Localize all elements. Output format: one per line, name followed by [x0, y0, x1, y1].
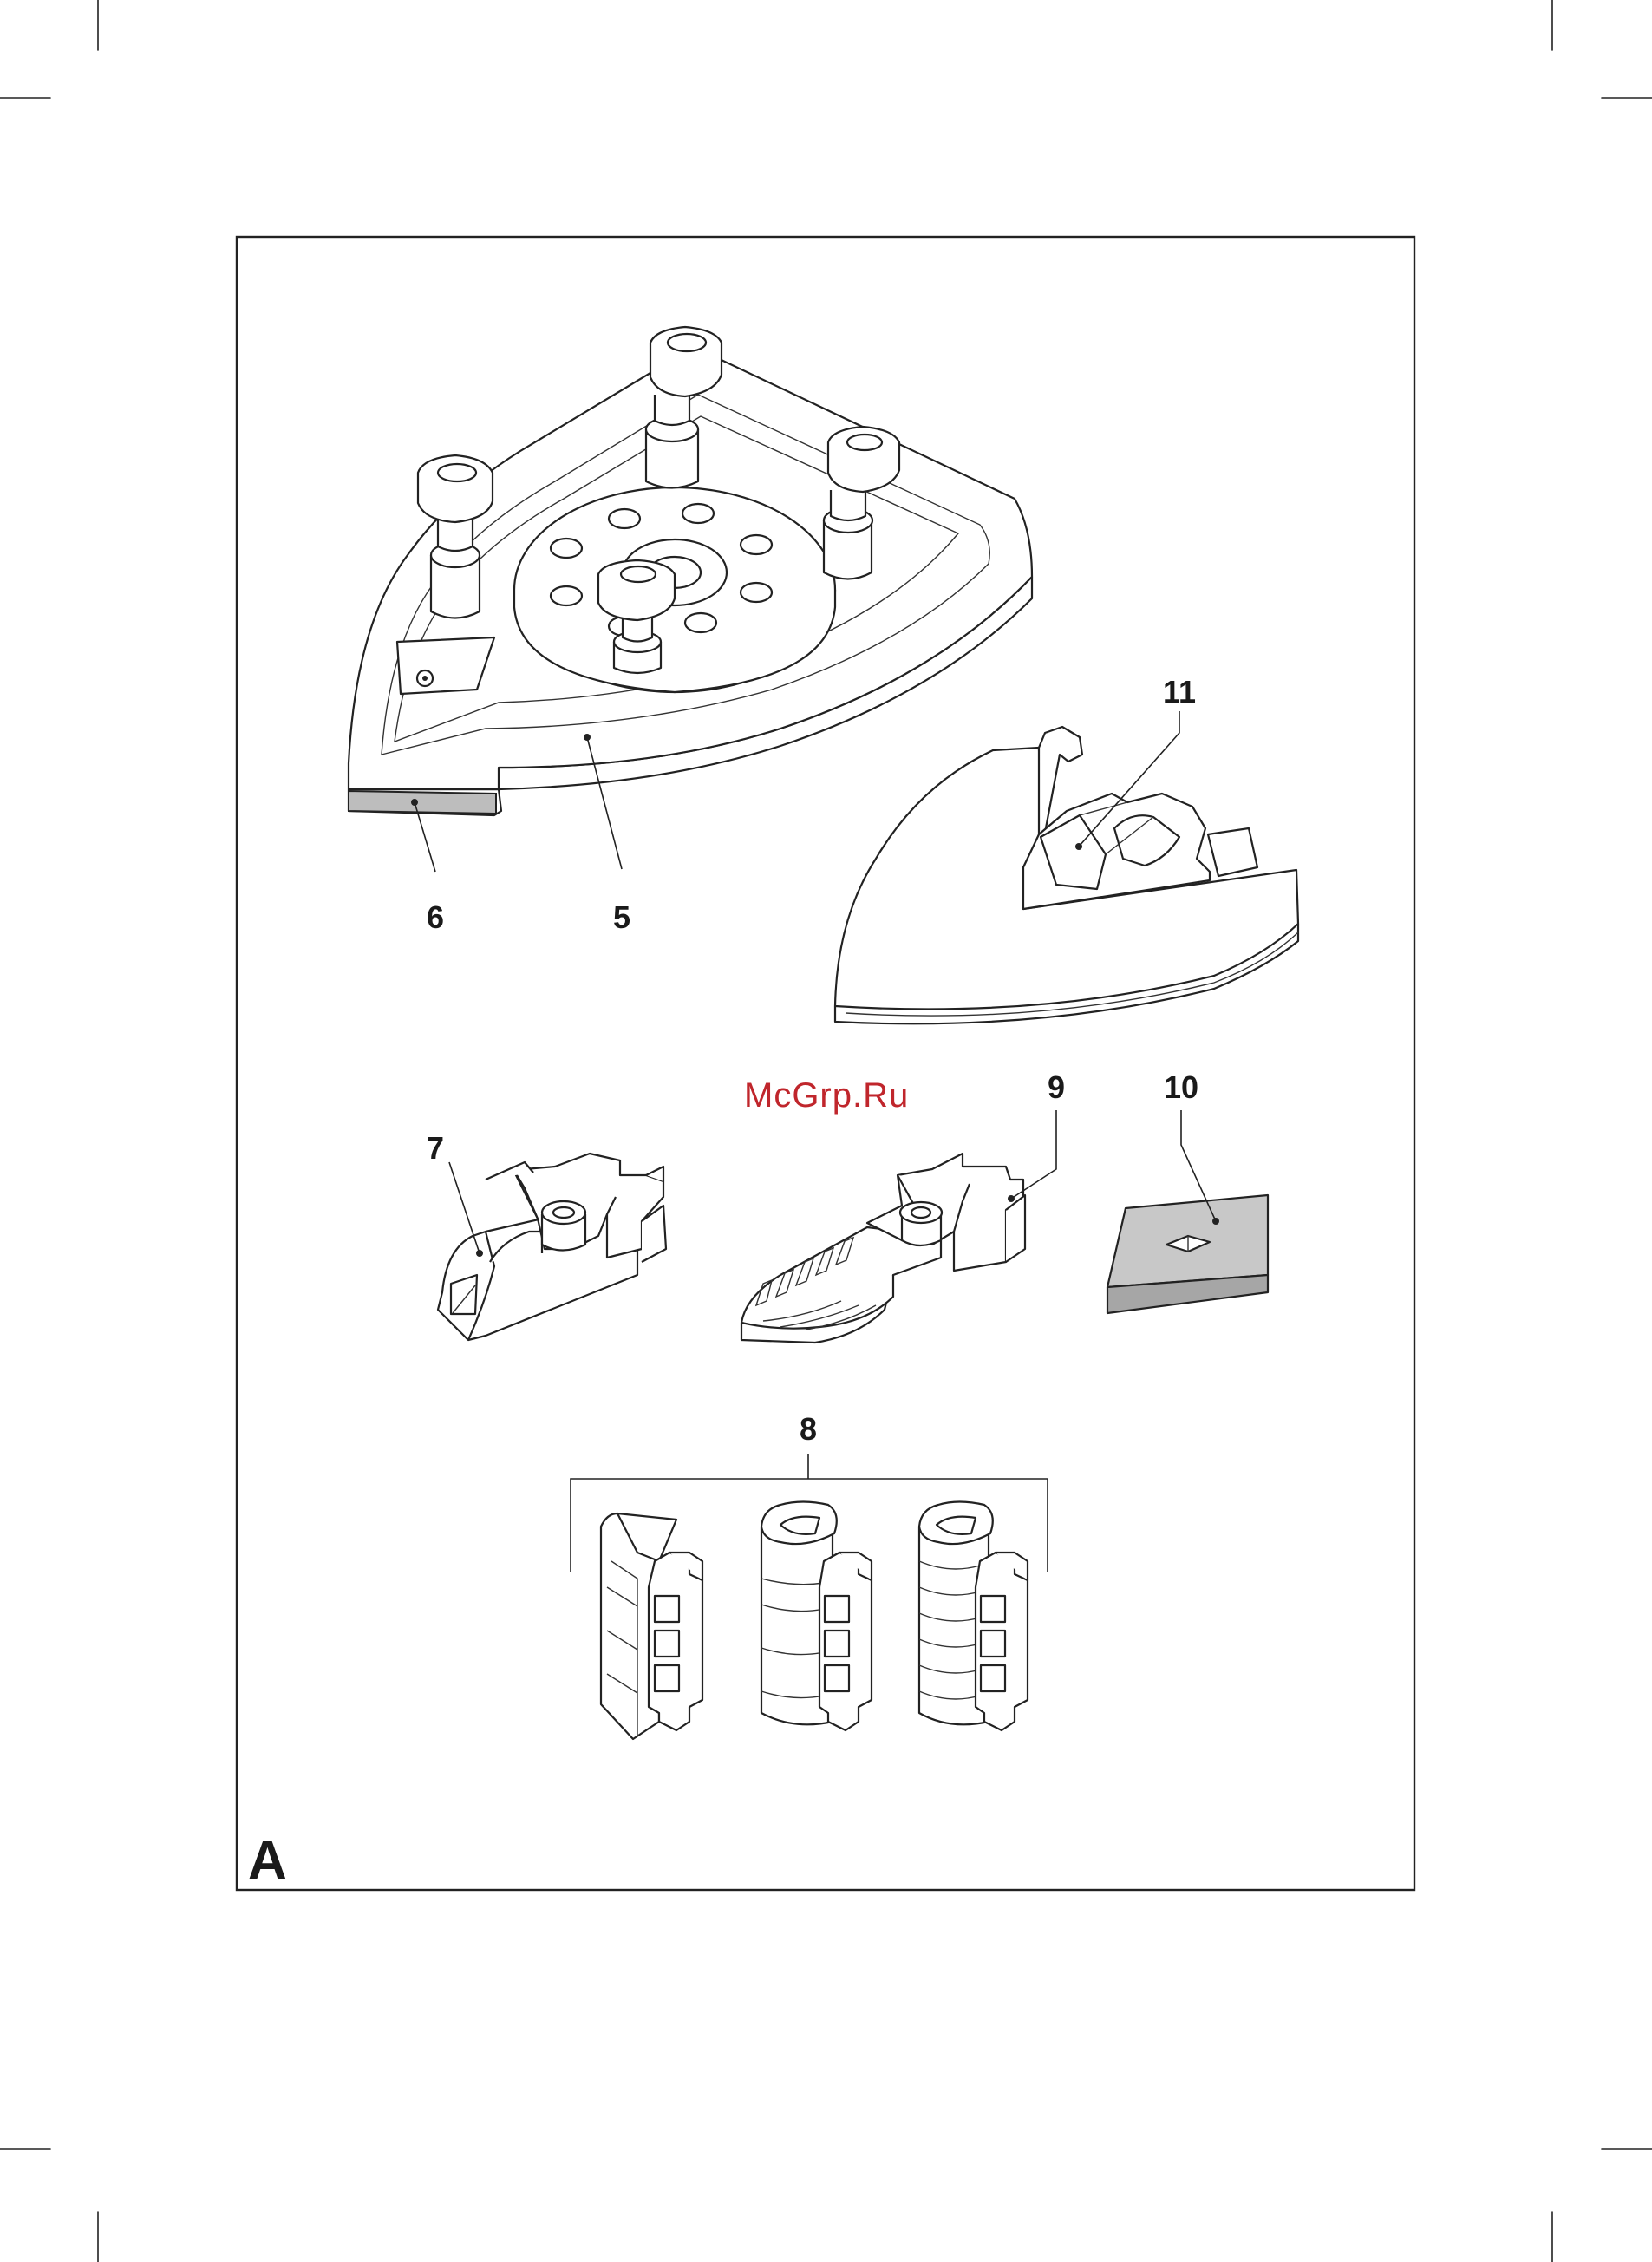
- finger-attachment-set-icon: [571, 1454, 1048, 1739]
- callout-5: 5: [613, 899, 630, 935]
- callout-8: 8: [800, 1411, 817, 1447]
- callout-6: 6: [427, 899, 444, 935]
- sanding-pad-icon: [1107, 1195, 1268, 1313]
- watermark-text: McGrp.Ru: [744, 1076, 909, 1115]
- sanding-base-plate-icon: [349, 327, 1032, 815]
- callout-7: 7: [427, 1130, 444, 1166]
- finger-attachment-flat: [761, 1502, 872, 1731]
- callout-9: 9: [1048, 1069, 1065, 1105]
- small-tip-attachment-icon: [438, 1154, 666, 1340]
- finger-tip-attachment-icon: [741, 1154, 1025, 1343]
- callout-11: 11: [1163, 674, 1196, 709]
- figure-label: A: [248, 1831, 287, 1891]
- finger-attachment-round: [919, 1502, 1028, 1731]
- finger-attachment-triangular: [601, 1513, 702, 1739]
- callout-10: 10: [1164, 1069, 1198, 1105]
- edge-strip: [349, 791, 496, 814]
- triangular-tip-plate-icon: [835, 727, 1298, 1023]
